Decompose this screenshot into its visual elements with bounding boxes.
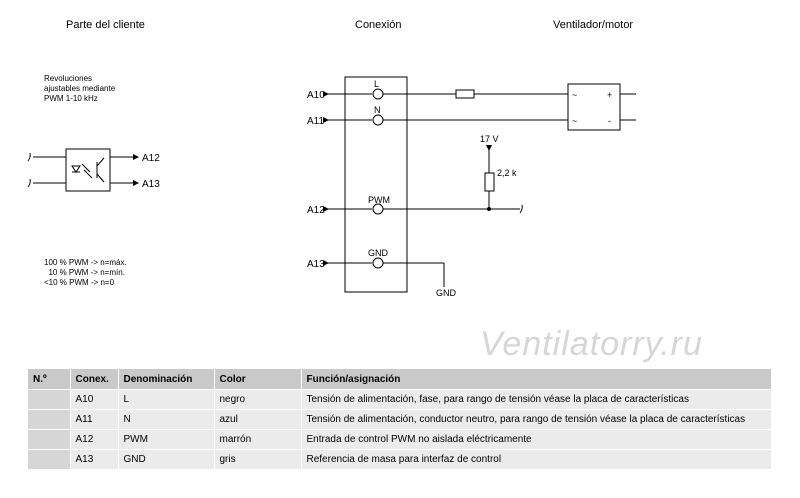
table-header: Denominación [118,369,215,390]
table-cell: A13 [70,449,119,470]
table-cell: A12 [70,429,119,450]
conn-label-a10: A10 [307,90,325,101]
customer-note: Revoluciones ajustables mediante PWM 1-1… [44,74,115,104]
pin-label-n: N [374,105,381,115]
watermark: Ventilatorry.ru [480,325,703,363]
motor-terminal-label: + [607,90,612,100]
header-fan-motor: Ventilador/motor [553,19,634,31]
header-customer: Parte del cliente [66,19,145,31]
table-cell: A10 [70,389,119,410]
customer-note-line: PWM 1-10 kHz [44,94,98,103]
table-row: A13 GND gris Referencia de masa para int… [28,449,772,470]
table-row: A10 L negro Tensión de alimentación, fas… [28,389,772,410]
gnd-label: GND [436,288,457,298]
opto-label-a12: A12 [142,153,160,164]
table-cell: Tensión de alimentación, fase, para rang… [301,389,772,410]
table-cell: marrón [214,429,302,450]
conn-label-a11: A11 [307,116,324,127]
motor-terminal-label: ~ [572,90,577,100]
supply-label: 17 V [480,134,499,144]
table-header: Función/asignación [301,369,772,390]
table-header: Conex. [70,369,119,390]
pin-label-pwm: PWM [368,195,390,205]
connection-table: N.º Conex. Denominación Color Función/as… [28,369,772,470]
table-cell: gris [214,449,302,470]
motor-terminal-label: - [608,116,611,126]
table-row: A12 PWM marrón Entrada de control PWM no… [28,429,772,450]
table-cell [28,429,71,450]
table-header: N.º [28,369,71,390]
table-header-row: N.º Conex. Denominación Color Función/as… [28,369,772,390]
connection-block [344,76,408,293]
resistor-label: 2,2 k [497,168,517,178]
table-cell: Entrada de control PWM no aislada eléctr… [301,429,772,450]
table-cell: L [118,389,215,410]
customer-note-line: Revoluciones [44,74,93,83]
pin-label-gnd: GND [368,248,389,258]
table-cell: Tensión de alimentación, conductor neutr… [301,409,772,430]
pin-label-l: L [374,79,379,89]
pwm-line: 10 % PWM -> n=mín. [44,268,125,277]
table-cell: GND [118,449,215,470]
table-cell: PWM [118,429,215,450]
table-cell [28,409,71,430]
table-cell [28,449,71,470]
table-row: A11 N azul Tensión de alimentación, cond… [28,409,772,430]
table-cell: A11 [70,409,119,430]
optocoupler [27,148,139,192]
table-cell: N [118,409,215,430]
pwm-line: 100 % PWM -> n=máx. [44,258,127,267]
table-cell: negro [214,389,302,410]
table-header: Color [214,369,302,390]
motor-terminal-label: ~ [572,116,577,126]
conn-label-a13: A13 [307,259,325,270]
table-cell: azul [214,409,302,430]
customer-note-line: ajustables mediante [44,84,116,93]
wiring-diagram: A12 A13 A10 A11 A12 A13 L N PWM [27,76,636,298]
terminal-lines [323,88,568,287]
fan-motor-box [567,83,636,131]
pwm-line: <10 % PWM -> n=0 [44,278,115,287]
table-cell: Referencia de masa para interfaz de cont… [301,449,772,470]
pwm-speed-notes: 100 % PWM -> n=máx. 10 % PWM -> n=mín. <… [44,258,127,288]
conn-label-a12: A12 [307,205,325,216]
opto-label-a13: A13 [142,179,160,190]
header-connection: Conexión [355,19,402,31]
table-cell [28,389,71,410]
